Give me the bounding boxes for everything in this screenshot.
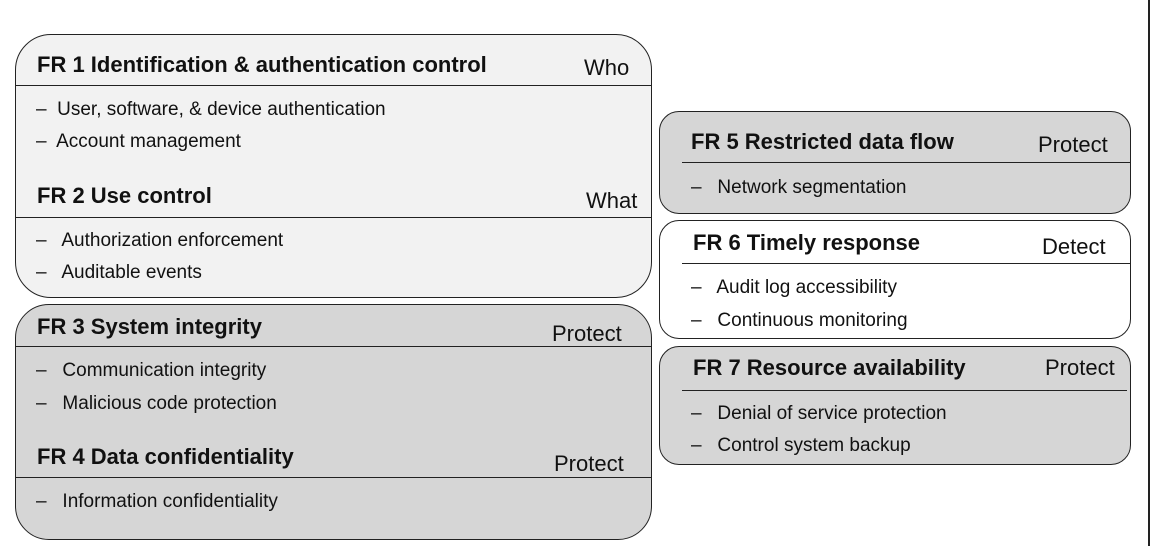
panel-fr3-fr4: FR 3 System integrity Protect – Communic… bbox=[15, 304, 652, 540]
fr2-title: FR 2 Use control bbox=[37, 183, 212, 208]
fr3-divider bbox=[16, 346, 651, 347]
fr6-divider bbox=[682, 263, 1130, 264]
fr2-divider bbox=[16, 217, 651, 218]
fr7-item: – Denial of service protection bbox=[691, 403, 947, 424]
fr4-tag: Protect bbox=[554, 451, 624, 476]
fr4-title: FR 4 Data confidentiality bbox=[37, 444, 294, 469]
fr5-divider bbox=[682, 162, 1130, 163]
panel-fr7: FR 7 Resource availability Protect – Den… bbox=[659, 346, 1131, 465]
fr7-item: – Control system backup bbox=[691, 435, 911, 456]
fr6-title: FR 6 Timely response bbox=[693, 230, 921, 255]
fr1-item: – User, software, & device authenticatio… bbox=[36, 99, 386, 120]
fr6-item: – Audit log accessibility bbox=[691, 277, 897, 298]
fr2-item: – Authorization enforcement bbox=[36, 230, 284, 251]
fr6-tag: Detect bbox=[1042, 234, 1106, 259]
panel-fr6: FR 6 Timely response Detect – Audit log … bbox=[659, 220, 1131, 339]
fr3-title: FR 3 System integrity bbox=[37, 314, 262, 339]
fr7-divider bbox=[682, 390, 1127, 391]
fr6-item: – Continuous monitoring bbox=[691, 310, 908, 331]
fr7-tag: Protect bbox=[1045, 355, 1115, 380]
fr4-item: – Information confidentiality bbox=[36, 491, 278, 512]
fr1-tag: Who bbox=[584, 55, 630, 80]
fr3-item: – Communication integrity bbox=[36, 360, 267, 381]
fr4-divider bbox=[16, 477, 651, 478]
fr2-tag: What bbox=[586, 188, 638, 213]
fr1-item: – Account management bbox=[36, 131, 241, 152]
right-edge-line bbox=[1148, 0, 1150, 546]
fr3-item: – Malicious code protection bbox=[36, 393, 277, 414]
fr1-divider bbox=[16, 85, 651, 86]
fr5-item: – Network segmentation bbox=[691, 177, 907, 198]
panel-fr1-fr2: FR 1 Identification & authentication con… bbox=[15, 34, 652, 298]
fr1-title: FR 1 Identification & authentication con… bbox=[37, 52, 487, 77]
fr7-title: FR 7 Resource availability bbox=[693, 355, 966, 380]
panel-fr5: FR 5 Restricted data flow Protect – Netw… bbox=[659, 111, 1131, 214]
fr2-item: – Auditable events bbox=[36, 262, 202, 283]
fr3-tag: Protect bbox=[552, 321, 622, 346]
fr5-title: FR 5 Restricted data flow bbox=[691, 129, 954, 154]
fr5-tag: Protect bbox=[1038, 132, 1108, 157]
